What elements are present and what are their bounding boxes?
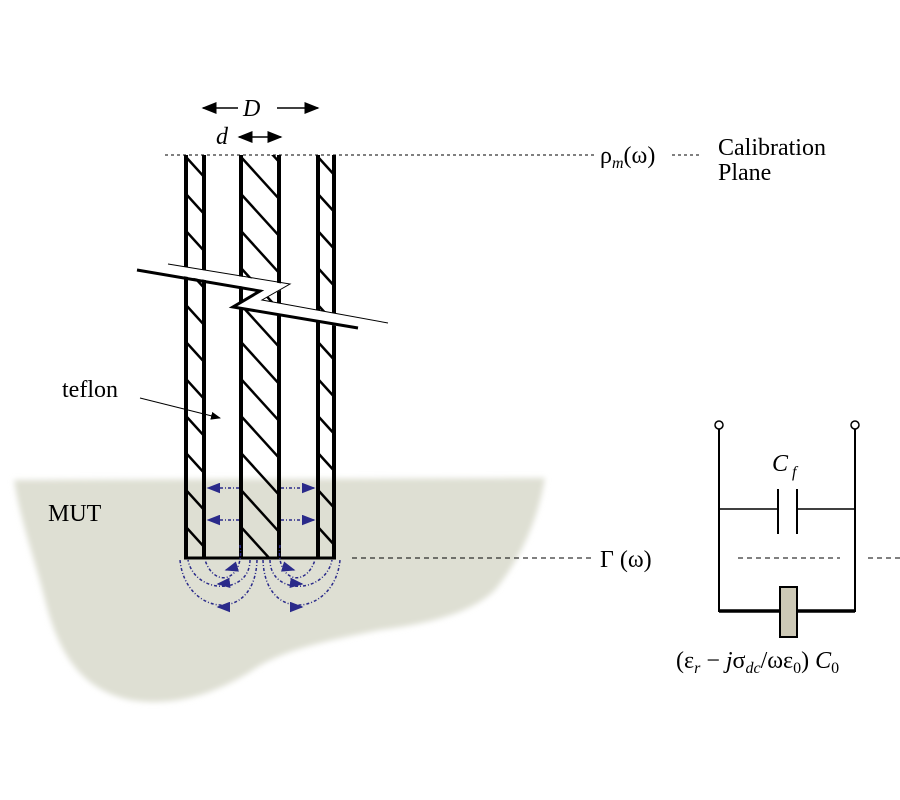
hatch-line xyxy=(318,156,334,176)
fringe-left-inner xyxy=(204,544,242,579)
sample-capacitor-label: (εr − jσdc/ωε0) C0 xyxy=(676,648,839,677)
hatch-line xyxy=(241,304,279,348)
probe-walls xyxy=(184,155,336,558)
hatch-line xyxy=(241,341,279,385)
hatch-line xyxy=(318,341,334,361)
mut-label: MUT xyxy=(48,501,102,527)
hatch-line xyxy=(186,304,204,326)
teflon-label: teflon xyxy=(62,377,118,403)
reflection-measured-label: ρm(ω) xyxy=(600,143,655,172)
hatch-line xyxy=(186,193,204,215)
hatch-line xyxy=(241,156,279,200)
terminal-left xyxy=(714,420,724,430)
hatch-line xyxy=(318,230,334,250)
calibration-plane-label-line2: Plane xyxy=(718,160,771,186)
field-lines-fringing xyxy=(179,544,341,613)
hatch-line xyxy=(241,489,279,533)
hatch-line xyxy=(186,378,204,400)
hatch-line xyxy=(318,267,334,287)
hatch-line xyxy=(186,156,204,178)
fringe-arrow-r2 xyxy=(289,577,304,589)
hatch-line xyxy=(318,378,334,398)
outer-conductor-left-hatch xyxy=(186,120,204,548)
teflon-pointer-arrow xyxy=(139,397,221,420)
hatch-line xyxy=(318,452,334,472)
hatch-line xyxy=(318,415,334,435)
hatch-line xyxy=(241,193,279,237)
hatch-line xyxy=(318,120,334,138)
hatch-line xyxy=(186,452,204,474)
hatch-line xyxy=(186,120,204,140)
mut-region xyxy=(14,478,545,702)
terminal-right xyxy=(850,420,860,430)
hatch-line xyxy=(241,378,279,422)
fringe-arrow-l2 xyxy=(216,577,231,589)
fringe-left-mid xyxy=(187,559,251,587)
fringe-arrow-r1 xyxy=(280,561,296,572)
dimension-D-label: D xyxy=(242,96,260,122)
break-symbol-bold xyxy=(136,268,359,330)
reflection-aperture-label: Γ (ω) xyxy=(600,547,652,573)
dimension-d-label: d xyxy=(216,124,229,150)
break-symbol-fill xyxy=(137,264,388,330)
hatch-line xyxy=(271,155,279,163)
hatch-line xyxy=(186,230,204,252)
hatch-line xyxy=(186,489,204,511)
hatch-line xyxy=(241,452,279,496)
hatch-line xyxy=(318,526,334,546)
hatch-line xyxy=(241,415,279,459)
hatch-line xyxy=(241,526,271,558)
hatch-line xyxy=(318,193,334,213)
hatch-line xyxy=(318,489,334,509)
fringe-arrow-l1 xyxy=(224,561,240,572)
field-lines-teflon xyxy=(206,482,316,526)
calibration-plane-label-line1: Calibration xyxy=(718,135,826,161)
hatch-line xyxy=(241,230,279,274)
c0-dielectric xyxy=(779,586,798,638)
fringe-right-mid xyxy=(269,559,333,587)
hatch-line xyxy=(186,526,204,548)
fringe-right-inner xyxy=(278,544,316,579)
break-symbol-thin xyxy=(167,263,389,324)
hatch-line xyxy=(186,341,204,363)
hatch-line xyxy=(186,415,204,437)
